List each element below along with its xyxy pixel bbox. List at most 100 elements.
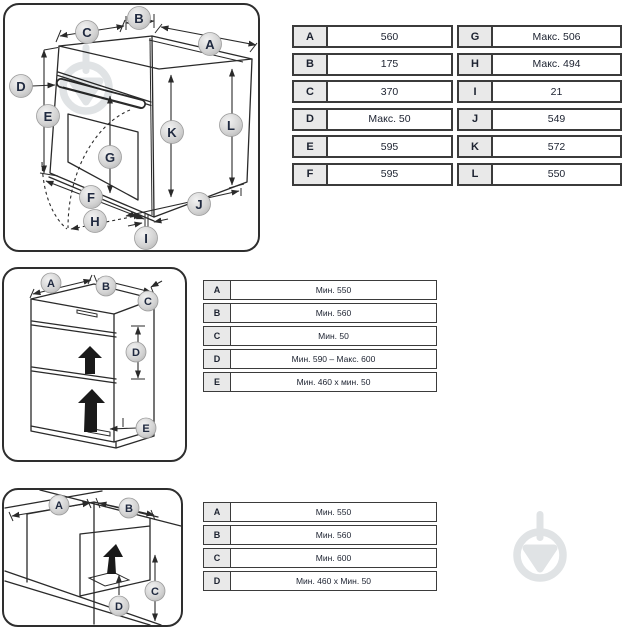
- column-cabinet-diagram: A B C D E: [29, 272, 163, 449]
- dim-value: Мин. 550: [315, 507, 352, 517]
- dim-value: 595: [380, 140, 399, 153]
- dim-value: 370: [380, 85, 399, 98]
- dim-value: Мин. 460 х Мин. 50: [295, 576, 372, 586]
- column-cabinet-diagram-box: A B C D E: [2, 267, 187, 462]
- dim-value: 550: [547, 168, 566, 180]
- oven-line-drawing: [41, 35, 253, 231]
- dim-value: 175: [380, 58, 399, 70]
- airflow-arrow-icon: [103, 544, 123, 574]
- dim-label-a: A: [40, 272, 62, 294]
- table-row: K 572: [457, 135, 622, 158]
- dim-key: D: [204, 572, 231, 590]
- airflow-arrow-icon: [78, 346, 102, 374]
- svg-text:L: L: [227, 118, 235, 133]
- dim-key: E: [204, 373, 231, 391]
- dim-value: Мин. 590 – Макс. 600: [291, 354, 376, 364]
- dim-value: Макс. 50: [368, 113, 411, 125]
- svg-text:D: D: [132, 347, 140, 359]
- dim-key: K: [459, 137, 493, 156]
- table-row: B Мин. 560: [203, 303, 437, 323]
- dim-label-d: D: [125, 341, 147, 363]
- dim-key: E: [294, 137, 328, 156]
- dim-key: C: [204, 327, 231, 345]
- dim-key: C: [204, 549, 231, 567]
- svg-text:K: K: [167, 125, 177, 140]
- dim-label-c: C: [75, 20, 99, 44]
- dim-value: Мин. 460 х мин. 50: [296, 377, 371, 387]
- svg-text:A: A: [55, 500, 63, 512]
- dim-label-c: C: [137, 290, 159, 312]
- table-row: B 175: [292, 52, 453, 76]
- svg-text:A: A: [47, 278, 55, 290]
- svg-text:D: D: [115, 601, 123, 613]
- dim-value: 595: [380, 168, 399, 180]
- dim-label-e: E: [36, 104, 60, 128]
- dim-value: Мин. 560: [315, 530, 352, 540]
- dim-key: B: [294, 54, 328, 74]
- counter-niche-diagram: A B C D: [4, 490, 181, 625]
- dim-key: B: [204, 304, 231, 322]
- dim-label-j: J: [187, 192, 211, 216]
- dim-key: C: [294, 82, 328, 101]
- table-row: E Мин. 460 х мин. 50: [203, 372, 437, 392]
- oven-dimensions-diagram-box: A B C D E F G H I J K L: [3, 3, 260, 252]
- marketplace-watermark-icon: [510, 508, 570, 591]
- table-row: E 595: [292, 135, 453, 158]
- oven-dimensions-diagram: A B C D E F G H I J K L: [9, 6, 258, 250]
- svg-text:B: B: [102, 281, 110, 293]
- table-row: G Макс. 506: [457, 25, 622, 48]
- dim-key: A: [294, 27, 328, 46]
- svg-text:H: H: [90, 214, 99, 229]
- svg-text:G: G: [105, 150, 115, 165]
- dim-key: A: [204, 503, 231, 521]
- dim-label-l: L: [219, 113, 243, 137]
- dim-value: 21: [550, 85, 563, 98]
- table-row: C 370: [292, 80, 453, 103]
- dim-label-b: B: [95, 275, 117, 297]
- dim-label-k: K: [160, 120, 184, 144]
- svg-text:C: C: [151, 586, 159, 598]
- dim-label-e: E: [135, 417, 157, 439]
- svg-text:C: C: [82, 25, 92, 40]
- dim-value: Макс. 506: [532, 30, 581, 43]
- dim-value: Мин. 560: [315, 308, 352, 318]
- dim-label-d: D: [9, 74, 33, 98]
- svg-text:E: E: [142, 423, 149, 435]
- dim-label-f: F: [79, 185, 103, 209]
- table-row: J 549: [457, 107, 622, 131]
- table-row: L 550: [457, 162, 622, 186]
- dim-value: 572: [547, 140, 566, 153]
- table-row: D Мин. 460 х Мин. 50: [203, 571, 437, 591]
- svg-text:B: B: [134, 11, 143, 26]
- svg-text:B: B: [125, 503, 133, 515]
- dim-key: H: [459, 54, 493, 74]
- svg-text:I: I: [144, 231, 148, 246]
- dim-label-a: A: [48, 494, 70, 516]
- table-row: A Мин. 550: [203, 502, 437, 522]
- dim-value: 549: [547, 113, 566, 125]
- dim-label-d: D: [108, 595, 130, 617]
- dim-label-b: B: [118, 497, 140, 519]
- table-row: H Макс. 494: [457, 52, 622, 76]
- dim-key: J: [459, 109, 493, 129]
- svg-text:A: A: [205, 37, 215, 52]
- dim-label-b: B: [127, 6, 151, 30]
- dim-key: G: [459, 27, 493, 46]
- dim-label-g: G: [98, 145, 122, 169]
- dim-value: Макс. 494: [532, 58, 581, 70]
- cabinet-line-drawing: [30, 283, 155, 449]
- dim-key: L: [459, 164, 493, 184]
